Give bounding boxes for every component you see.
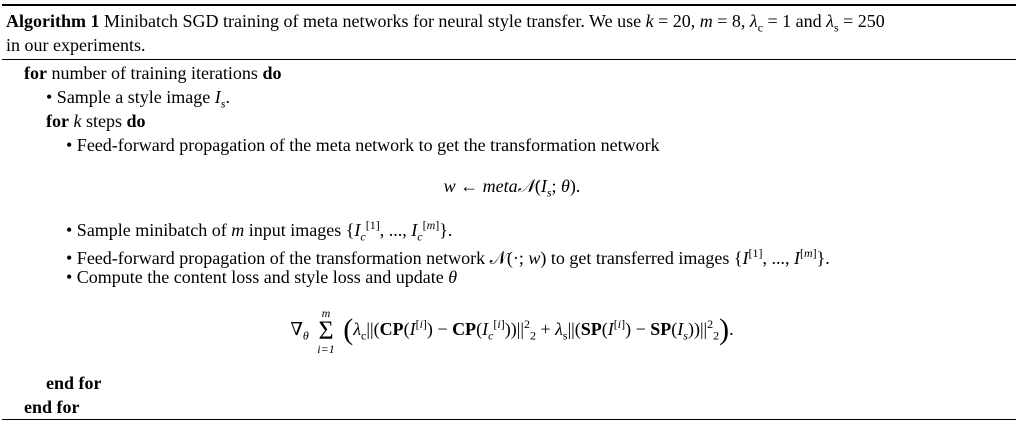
bottom-rule	[2, 419, 1016, 420]
end-outer: end for	[24, 397, 80, 417]
feed-meta: • Feed-forward propagation of the meta n…	[66, 135, 660, 155]
compute-loss: • Compute the content loss and style los…	[66, 267, 458, 287]
sample-style: • Sample a style image Is.	[46, 87, 230, 111]
eq-meta: w ← meta𝒩(Is; θ).	[443, 176, 581, 200]
mid-rule	[2, 59, 1016, 60]
caption-line-2: in our experiments.	[6, 35, 146, 55]
caption-text: Minibatch SGD training of meta networks …	[104, 11, 885, 35]
algorithm-caption: Algorithm 1 Minibatch SGD training of me…	[6, 10, 885, 39]
top-rule	[2, 4, 1016, 6]
for-inner: for k steps do	[46, 111, 146, 131]
feed-transform: • Feed-forward propagation of the transf…	[66, 246, 830, 268]
sample-minibatch: • Sample minibatch of m input images {Ic…	[66, 218, 453, 244]
end-inner: end for	[46, 373, 102, 393]
for-outer: for number of training iterations do	[24, 63, 282, 83]
algorithm-label: Algorithm 1	[6, 11, 100, 31]
